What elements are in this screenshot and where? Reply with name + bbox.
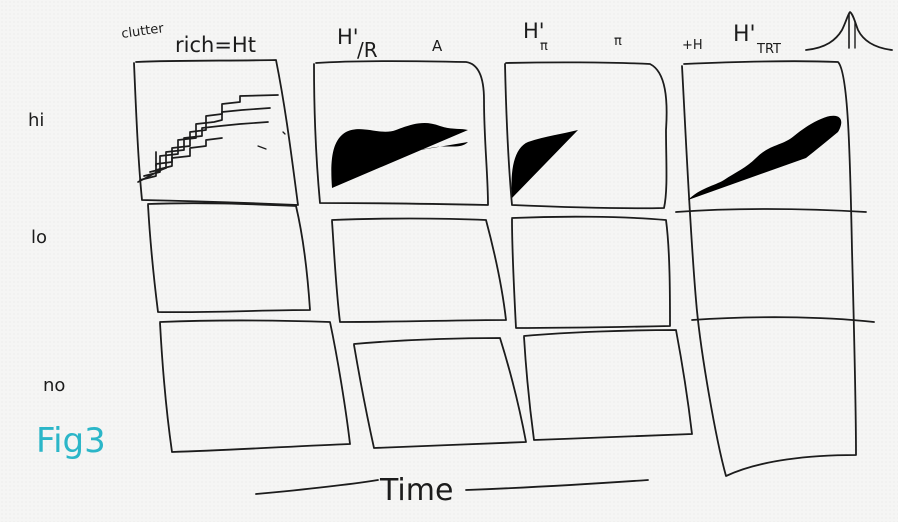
col3-title-main: H' [523,19,545,43]
bell-curve-icon [805,11,893,51]
row-label-lo: lo [31,227,47,248]
col2-side-label: A [432,37,443,55]
col4-title-main: H' [733,22,756,47]
panel-col4-divider-bottom [691,316,875,323]
time-axis-left-line [255,479,379,495]
col2-title-sub: /R [357,38,378,62]
panel-hi-col2 [313,60,489,206]
clutter-label: clutter [120,21,165,42]
time-axis-right-line [465,479,649,491]
row-label-hi: hi [28,110,44,131]
col4-title-sub: TRT [756,42,781,57]
panel-col4-tall [681,60,857,477]
panel-col4-divider-top [675,208,867,213]
time-axis-label: Time [379,473,453,508]
col2-title-main: H' [337,25,359,49]
panel-lo-col3 [511,215,671,329]
panel-hi-col3 [504,61,668,210]
panel-no-col3 [523,329,693,441]
col1-title: rich=Ht [175,33,256,57]
row-label-no: no [43,375,65,396]
col3-side-label: π [614,34,622,49]
wave-band-col2 [331,123,468,188]
panel-lo-col2 [331,217,507,323]
staircase-curves-col1 [137,94,286,183]
panel-no-col2 [353,337,527,449]
figure-label: Fig3 [36,421,106,461]
rising-band-col3 [511,130,578,198]
panel-no-col1 [159,319,351,453]
panel-hi-col1 [133,59,299,206]
col3-title-sub: π [540,39,548,54]
col4-side-label: +H [682,38,703,53]
wavy-rising-band-col4 [688,115,842,200]
panel-lo-col1 [147,202,311,314]
